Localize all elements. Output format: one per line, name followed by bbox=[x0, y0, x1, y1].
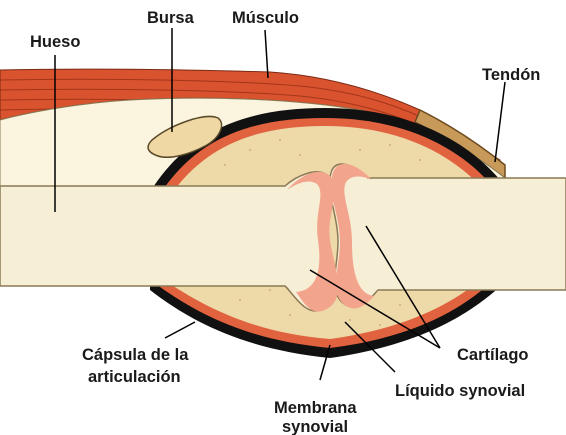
label-membrana-line2: synovial bbox=[282, 418, 348, 435]
label-musculo: Músculo bbox=[232, 9, 299, 27]
label-capsula-line2: articulación bbox=[88, 368, 181, 386]
label-capsula-line1: Cápsula de la bbox=[82, 346, 189, 364]
label-bursa: Bursa bbox=[147, 9, 195, 27]
label-liquido: Líquido synovial bbox=[395, 382, 525, 400]
label-membrana-line1: Membrana bbox=[274, 399, 357, 417]
right-bone bbox=[330, 164, 566, 307]
label-tendon: Tendón bbox=[482, 66, 540, 84]
label-cartilago: Cartílago bbox=[457, 346, 529, 364]
label-hueso: Hueso bbox=[30, 33, 80, 51]
